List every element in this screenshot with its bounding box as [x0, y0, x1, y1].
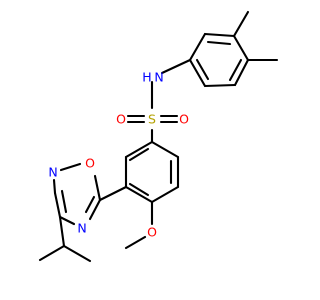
bond [228, 58, 243, 82]
bond-layer [38, 10, 279, 263]
atom-o-oxadiazole: O [85, 156, 95, 171]
atom-s: S [148, 112, 156, 127]
bond [93, 174, 102, 202]
atom-o-sulfonyl-left: O [116, 112, 126, 127]
atom-n-oxadiazole-left: N [48, 165, 57, 180]
molecule-structure: N H S O O O O N N [38, 10, 279, 263]
atom-labels: N H S O O O O N N [48, 70, 189, 240]
bond [84, 195, 96, 214]
atom-o-methoxy: O [147, 225, 157, 240]
bond [124, 235, 147, 250]
atom-n-oxadiazole-bottom: N [77, 221, 86, 236]
bond [60, 189, 68, 214]
atom-n-amide: N [154, 70, 163, 85]
bond [203, 83, 237, 88]
bond [88, 198, 102, 221]
bond [195, 58, 210, 81]
bond [62, 244, 92, 263]
bond [53, 191, 62, 219]
bond [124, 185, 154, 204]
bond [52, 178, 57, 195]
atom-h-amide: H [142, 70, 151, 85]
bond [124, 140, 154, 159]
bond [206, 40, 232, 46]
bond [128, 147, 150, 162]
bond [160, 58, 192, 75]
bond [203, 32, 236, 38]
atom-o-sulfonyl-right: O [179, 112, 189, 127]
bond [38, 244, 66, 262]
bond [59, 162, 82, 172]
bond [188, 58, 207, 88]
bond [232, 10, 250, 38]
bond [58, 215, 66, 248]
bond [58, 215, 76, 226]
bond [150, 140, 180, 159]
bond [128, 182, 150, 197]
bond [150, 185, 180, 204]
bond [232, 34, 250, 62]
bond [188, 32, 207, 62]
bond [98, 185, 128, 202]
bond [233, 58, 250, 87]
